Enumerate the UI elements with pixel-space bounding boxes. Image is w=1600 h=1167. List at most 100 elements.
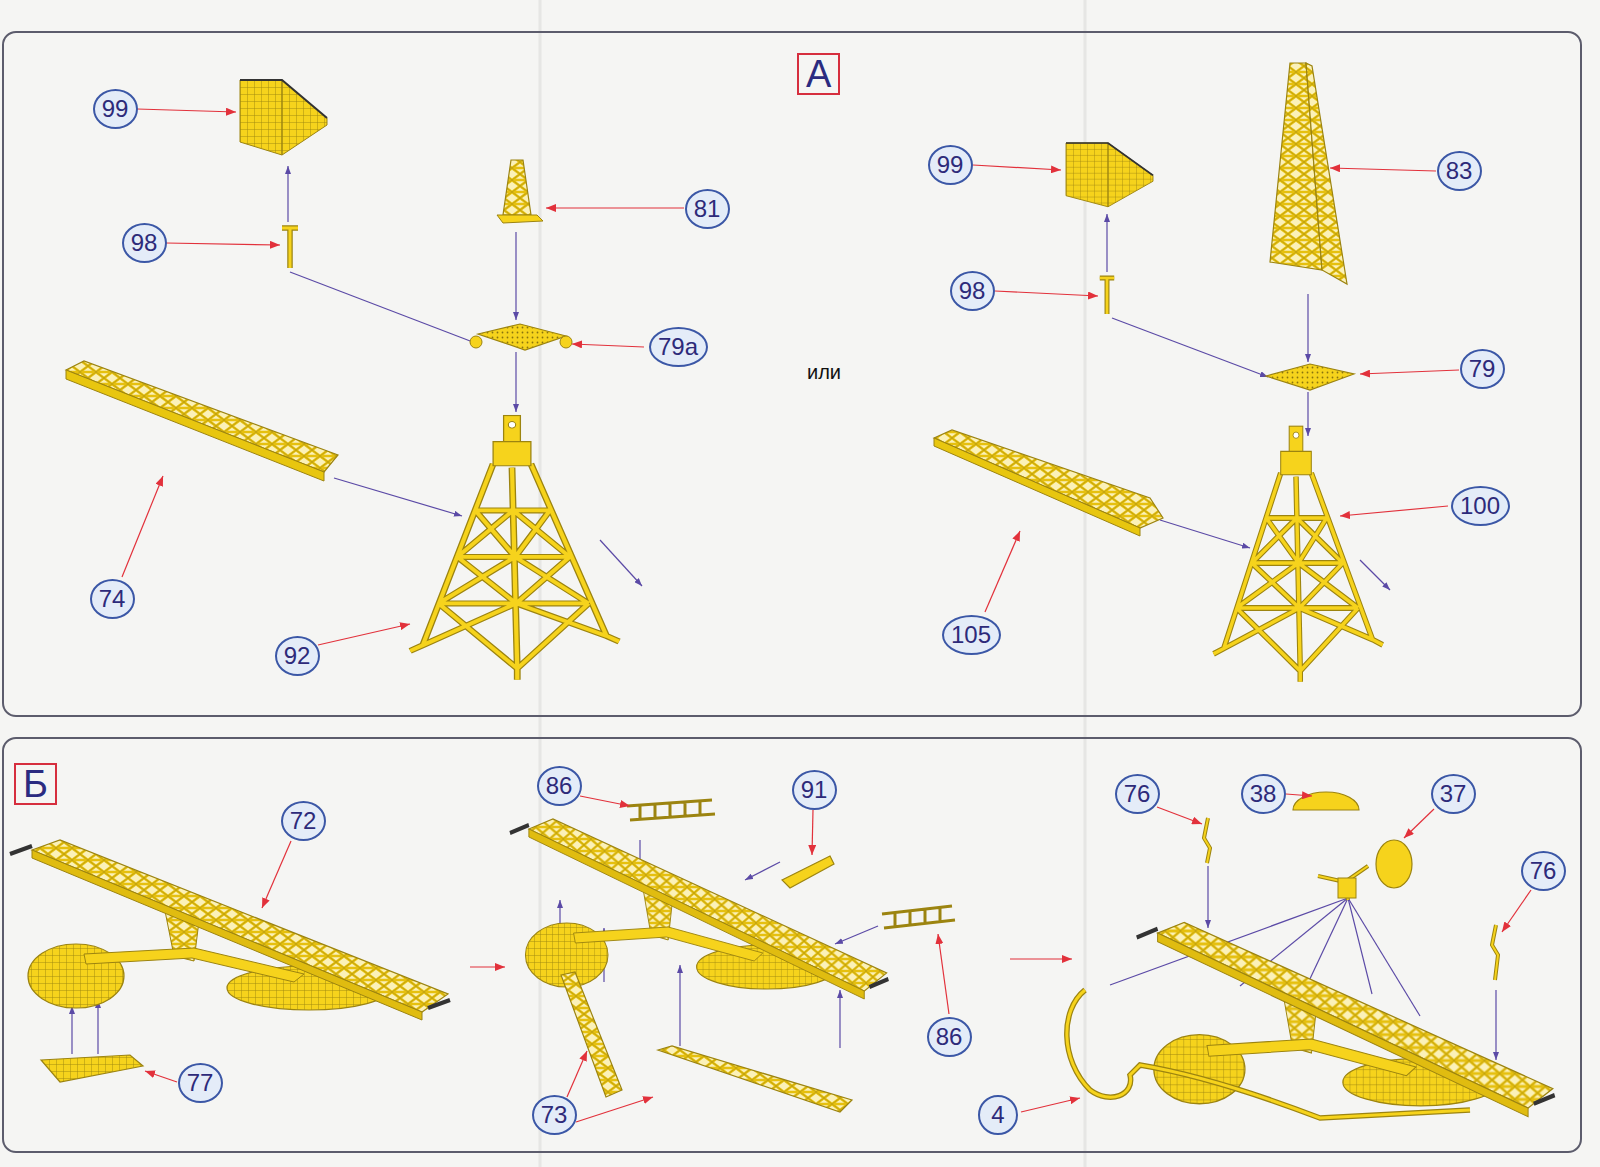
callout-number-text: 37: [1440, 780, 1467, 808]
callout-number: 37: [1431, 774, 1476, 814]
leader-lines: [1360, 370, 1459, 374]
part-83: [1270, 63, 1347, 284]
callout-number: 86: [927, 1017, 972, 1057]
panel-letter: Б: [14, 763, 57, 805]
leader-lines: [995, 291, 1098, 296]
callout-number-text: 105: [951, 621, 991, 649]
leader-lines: [1502, 890, 1531, 932]
assembly-arrows: [1106, 214, 1107, 272]
callout-number: 74: [90, 579, 135, 619]
callout-number: 86: [537, 766, 582, 806]
leader-lines: [166, 243, 280, 245]
callout-number-text: 77: [187, 1069, 214, 1097]
platform-step-3: [1376, 840, 1412, 888]
part-79a: [560, 336, 572, 348]
callout-number-text: 92: [284, 642, 311, 670]
assembly-arrows: [1360, 560, 1390, 590]
callout-number: 72: [281, 801, 326, 841]
callout-number: 79а: [649, 327, 708, 367]
assembly-arrows: [1495, 990, 1496, 1060]
callout-number-text: 99: [937, 151, 964, 179]
part-81: [503, 160, 531, 215]
callout-number: 83: [1437, 151, 1482, 191]
platform-step-3: [1067, 990, 1470, 1118]
callout-number: 73: [532, 1095, 577, 1135]
callout-number-text: 98: [959, 277, 986, 305]
assembly-arrows: [1348, 898, 1420, 1016]
callout-number: 105: [942, 615, 1001, 655]
assembly-arrows: [334, 478, 462, 516]
fold-crease: [540, 0, 1085, 1167]
assembly-arrows: [290, 272, 478, 344]
leader-lines: [812, 810, 813, 855]
leader-lines: [1157, 807, 1202, 824]
part-79: [1266, 364, 1354, 390]
part-98: [1100, 278, 1114, 314]
assembly-arrows: [600, 540, 642, 586]
callout-number-text: 73: [541, 1101, 568, 1129]
platform-72: [41, 1055, 143, 1082]
tower-100: [1214, 426, 1383, 682]
part-79a: [470, 336, 482, 348]
tower-100: [1214, 473, 1383, 682]
platform-step-3: [1137, 922, 1555, 1116]
leader-lines: [122, 476, 163, 577]
part-99: [240, 80, 1153, 207]
callout-number: 38: [1241, 774, 1286, 814]
platform-step-3: [1067, 990, 1470, 1118]
leader-lines: [1340, 506, 1448, 516]
callout-number-text: 76: [1124, 780, 1151, 808]
callout-number: 76: [1115, 774, 1160, 814]
leader-lines: [576, 1097, 653, 1122]
callout-number-text: 98: [131, 229, 158, 257]
panel-letter: А: [797, 53, 840, 95]
part-105: [934, 430, 1163, 536]
leader-lines: [985, 531, 1020, 612]
leader-lines: [145, 1071, 177, 1082]
part-105: [934, 438, 1140, 536]
assembly-arrows: [1307, 392, 1308, 436]
callout-number-text: 86: [546, 772, 573, 800]
callout-number-text: 79: [1469, 355, 1496, 383]
part-83: [1306, 63, 1347, 284]
part-99: [1066, 143, 1153, 207]
part-98: [282, 228, 298, 268]
assembly-arrows: [1307, 294, 1308, 362]
part-79a: [478, 324, 566, 350]
callout-number: 98: [950, 271, 995, 311]
part-79: [1266, 364, 1354, 390]
callout-number-text: 91: [801, 776, 828, 804]
part-74: [66, 361, 338, 481]
platform-72: [10, 840, 450, 1020]
callout-number-text: 38: [1250, 780, 1277, 808]
leader-lines: [938, 934, 949, 1014]
callout-number-text: 86: [936, 1023, 963, 1051]
assembly-arrows: [839, 990, 840, 1048]
leader-lines: [572, 344, 644, 347]
tower-100: [1281, 426, 1312, 475]
assembly-arrows: [97, 1000, 98, 1054]
part-81: [497, 215, 543, 223]
leader-lines: [1404, 809, 1434, 838]
word-label: или: [807, 361, 841, 384]
platform-step-3: [1067, 792, 1555, 1118]
assembly-arrows: [72, 166, 1496, 1060]
platform-step-2: [658, 1046, 852, 1112]
assembly-panel: А99988179а749299988379100105: [2, 31, 1582, 717]
part-81: [497, 160, 543, 223]
part-79a: [470, 324, 572, 350]
callout-number: 76: [1521, 851, 1566, 891]
platform-step-2: [510, 819, 888, 999]
assembly-arrows: [287, 166, 288, 222]
callout-number-text: 83: [1446, 157, 1473, 185]
tower-100: [1214, 473, 1383, 682]
assembly-arrows: [745, 862, 780, 880]
callout-number-text: 76: [1530, 857, 1557, 885]
callout-number-text: 81: [694, 195, 721, 223]
part-105: [934, 430, 1163, 528]
leader-lines: [122, 109, 1531, 1122]
callout-number-text: 79а: [658, 333, 698, 361]
platform-step-3: [1318, 866, 1368, 900]
